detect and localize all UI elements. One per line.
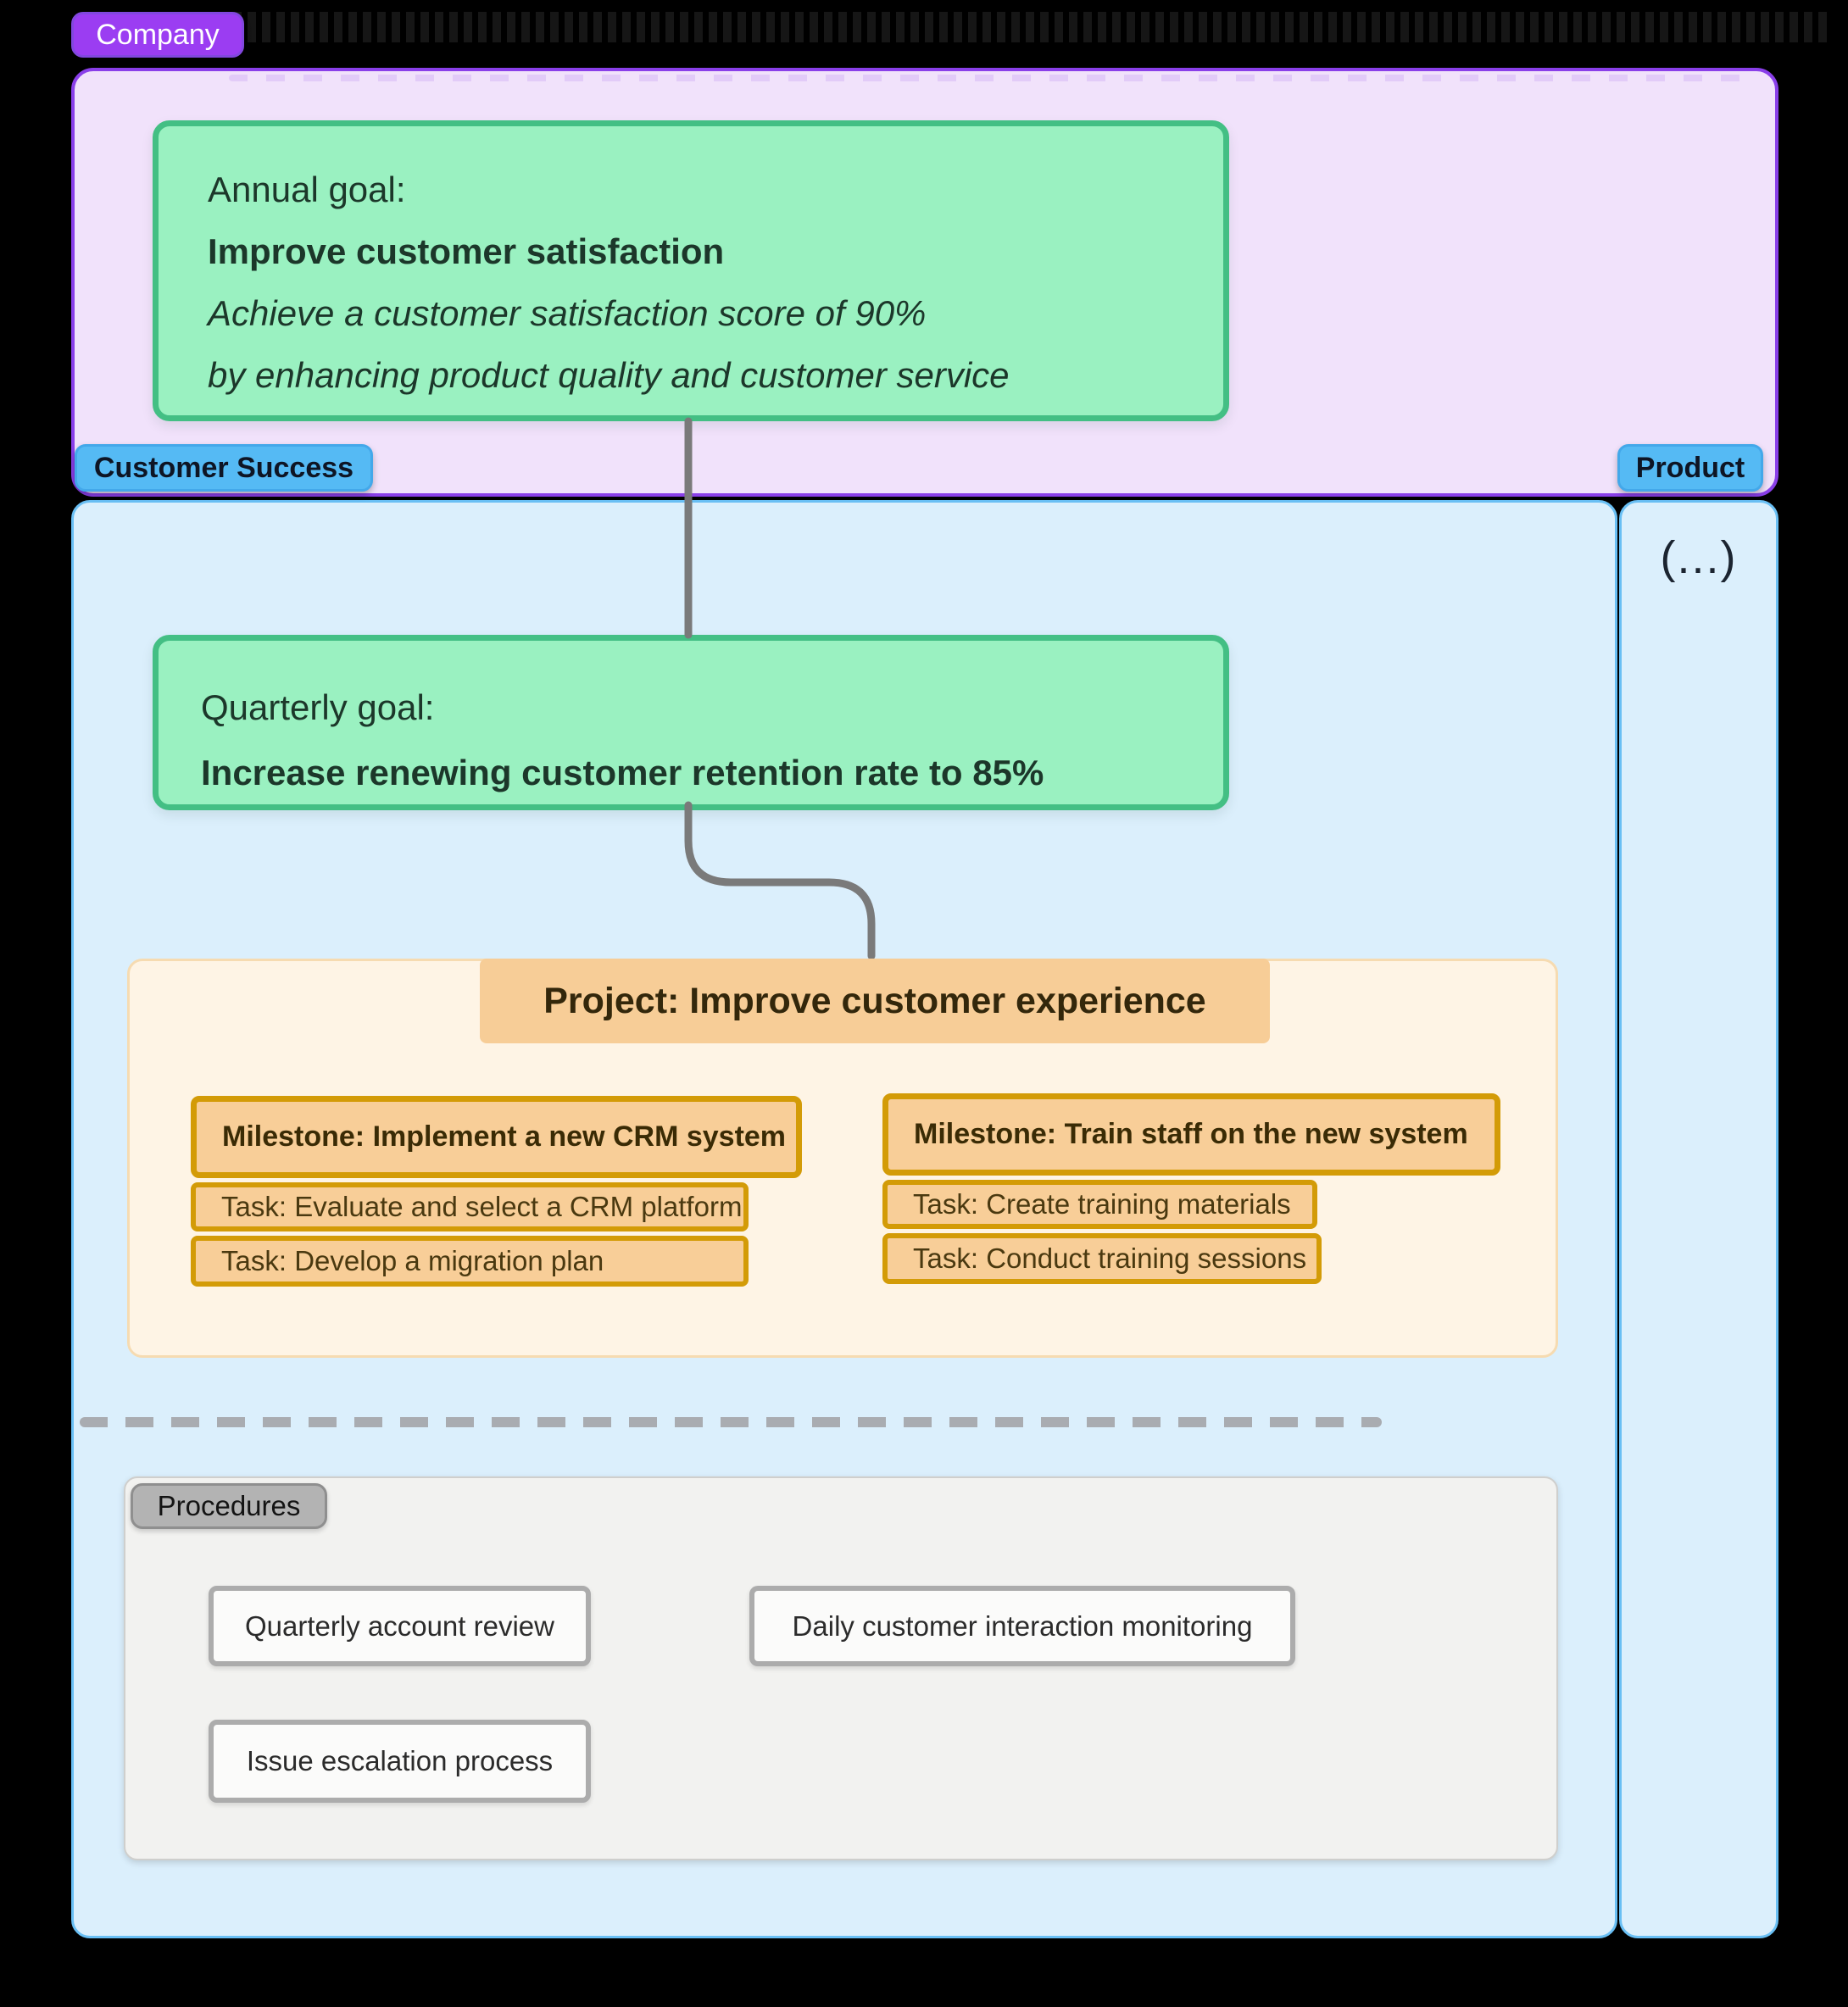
task-node[interactable]: Task: Create training materials — [882, 1180, 1317, 1229]
customer-success-badge[interactable]: Customer Success — [75, 444, 373, 492]
procedure-node[interactable]: Issue escalation process — [209, 1720, 591, 1803]
collapsed-lane-ellipsis: (...) — [1660, 532, 1738, 583]
annual-goal-title: Improve customer satisfaction — [208, 231, 725, 271]
quarterly-goal-label: Quarterly goal: — [201, 687, 435, 727]
annual-goal-label: Annual goal: — [208, 170, 406, 209]
milestone-node[interactable]: Milestone: Train staff on the new system — [882, 1093, 1500, 1176]
procedures-label: Procedures — [157, 1490, 301, 1521]
quarterly-goal-title: Increase renewing customer retention rat… — [201, 753, 1044, 792]
product-badge[interactable]: Product — [1617, 444, 1763, 492]
procedure-label: Quarterly account review — [245, 1609, 554, 1642]
milestone-node[interactable]: Milestone: Implement a new CRM system — [191, 1096, 802, 1178]
annual-goal-description-line2: by enhancing product quality and custome… — [208, 355, 1010, 395]
annual-goal-node[interactable]: Annual goal: Improve customer satisfacti… — [153, 120, 1229, 421]
task-label: Task: Conduct training sessions — [913, 1243, 1307, 1274]
task-label: Task: Create training materials — [913, 1188, 1291, 1220]
procedure-label: Issue escalation process — [246, 1745, 554, 1776]
section-divider-dashed — [80, 1417, 1382, 1427]
product-lane[interactable]: (...) — [1619, 500, 1778, 1938]
procedure-node[interactable]: Quarterly account review — [209, 1586, 591, 1666]
project-title-label: Project: Improve customer experience — [543, 980, 1206, 1021]
procedure-node[interactable]: Daily customer interaction monitoring — [749, 1586, 1295, 1666]
procedure-label: Daily customer interaction monitoring — [792, 1609, 1253, 1642]
task-label: Task: Develop a migration plan — [221, 1245, 604, 1276]
procedures-panel[interactable] — [124, 1476, 1558, 1860]
task-node[interactable]: Task: Conduct training sessions — [882, 1233, 1322, 1284]
customer-success-label: Customer Success — [93, 451, 354, 484]
task-node[interactable]: Task: Develop a migration plan — [191, 1236, 749, 1287]
company-lane-label: Company — [96, 18, 220, 51]
milestone-label: Milestone: Train staff on the new system — [914, 1118, 1468, 1150]
project-title-node[interactable]: Project: Improve customer experience — [480, 959, 1270, 1043]
milestone-label: Milestone: Implement a new CRM system — [222, 1120, 787, 1153]
quarterly-goal-node[interactable]: Quarterly goal: Increase renewing custom… — [153, 635, 1229, 810]
company-lane-inner-dashes — [229, 75, 1755, 81]
annual-goal-description-line1: Achieve a customer satisfaction score of… — [208, 293, 927, 333]
product-label: Product — [1635, 451, 1745, 484]
procedures-badge[interactable]: Procedures — [131, 1483, 327, 1529]
task-node[interactable]: Task: Evaluate and select a CRM platform — [191, 1182, 749, 1231]
top-clipped-lane-dashes — [219, 12, 1829, 42]
task-label: Task: Evaluate and select a CRM platform — [221, 1191, 743, 1222]
company-lane-badge[interactable]: Company — [71, 12, 244, 58]
